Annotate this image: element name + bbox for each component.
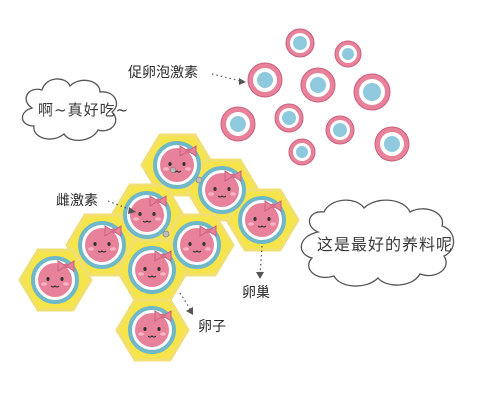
smiling-egg-cell-icon — [197, 165, 247, 215]
smiling-egg-cell-icon — [152, 140, 202, 190]
estrogen-label: 雌激素 — [56, 193, 98, 209]
speech-text-nutrient: 这是最好的养料呢 — [317, 235, 454, 254]
smiling-egg-cell-icon — [127, 305, 177, 355]
smiling-egg-cell-icon — [30, 255, 80, 305]
speech-cloud-left — [21, 78, 117, 141]
speech-text-yum: 啊~真好吃~ — [38, 101, 130, 119]
smiling-egg-cell-icon — [237, 195, 287, 245]
fsh-molecules — [220, 28, 410, 166]
ovary-label: 卵巢 — [242, 285, 270, 301]
fsh-label: 促卵泡激素 — [128, 65, 198, 81]
estrogen-granules — [162, 167, 203, 238]
smiling-egg-cell-icon — [122, 190, 172, 240]
speech-cloud-right — [300, 199, 455, 287]
smiling-egg-cell-icon — [127, 245, 177, 295]
smiling-egg-cell-icon — [77, 220, 127, 270]
pointer-arrowheads — [128, 78, 264, 315]
egg-label: 卵子 — [198, 319, 226, 335]
smiling-egg-cell-icon — [172, 220, 222, 270]
